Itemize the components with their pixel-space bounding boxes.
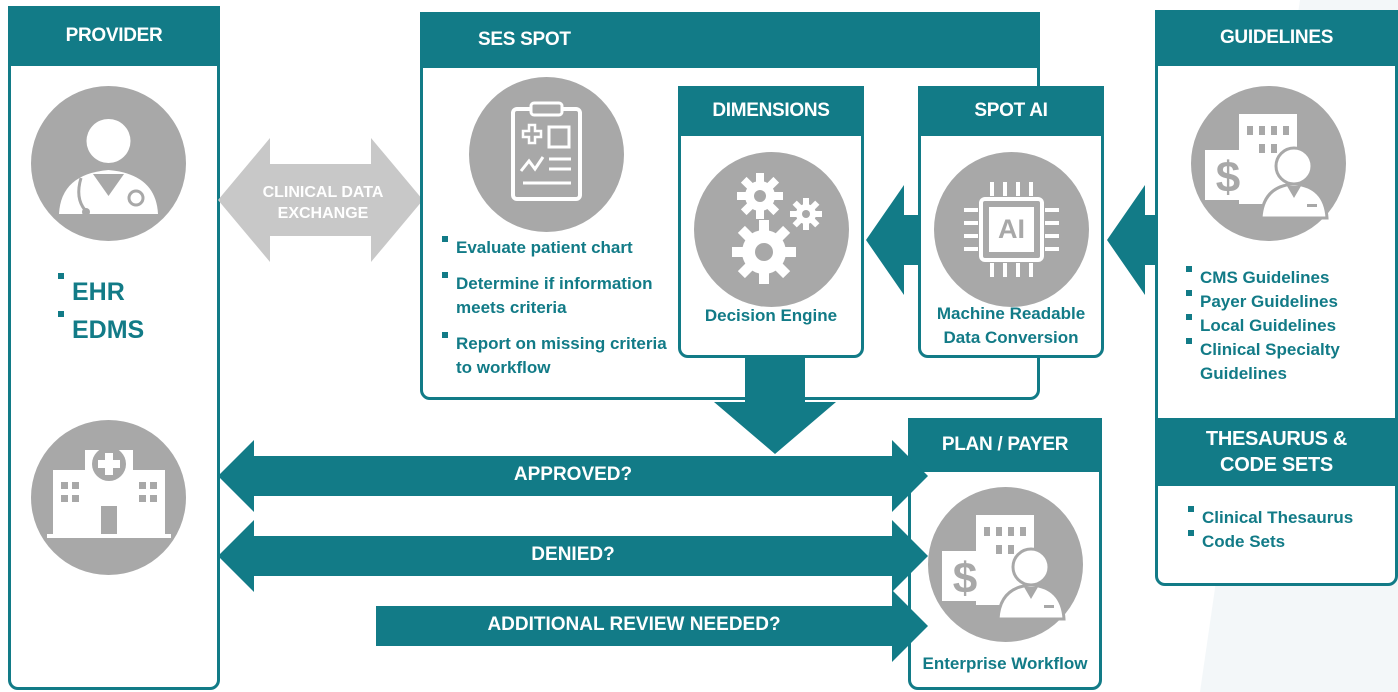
ai-chip-icon: AI	[934, 152, 1089, 307]
plan-payer-header: PLAN / PAYER	[908, 418, 1102, 472]
list-item: CMS Guidelines	[1186, 266, 1386, 290]
exchange-label: CLINICAL DATA EXCHANGE	[248, 182, 398, 224]
list-item: Clinical Specialty Guidelines	[1186, 338, 1386, 386]
clipboard-chart-icon	[469, 77, 624, 232]
additional-review-label: ADDITIONAL REVIEW NEEDED?	[487, 614, 781, 635]
dimensions-caption: Decision Engine	[704, 306, 838, 325]
spot-ai-caption: Machine Readable Data Conversion	[918, 302, 1104, 350]
hospital-icon	[31, 420, 186, 575]
provider-list: EHR EDMS	[58, 273, 144, 349]
list-item: Local Guidelines	[1186, 314, 1386, 338]
approved-arrow	[218, 440, 928, 512]
guidelines-list: CMS Guidelines Payer Guidelines Local Gu…	[1186, 266, 1386, 386]
exchange-label-line2: EXCHANGE	[277, 205, 369, 222]
list-item: Determine if information meets criteria	[442, 272, 678, 320]
svg-text:$: $	[1216, 153, 1240, 202]
denied-label: DENIED?	[531, 544, 615, 565]
list-item: Payer Guidelines	[1186, 290, 1386, 314]
doctor-icon	[31, 86, 186, 241]
exchange-label-line1: CLINICAL DATA	[262, 184, 384, 201]
ses-spot-header: SES SPOT	[420, 12, 1040, 68]
guidelines-header: GUIDELINES	[1155, 10, 1398, 66]
plan-payer-caption: Enterprise Workflow	[922, 654, 1088, 673]
approved-label: APPROVED?	[513, 464, 633, 485]
additional-review-arrow	[376, 590, 928, 662]
list-item: Clinical Thesaurus	[1188, 506, 1388, 530]
guidelines-to-spot-ai-arrow	[1107, 185, 1157, 295]
provider-header: PROVIDER	[8, 6, 220, 66]
clinical-data-exchange-arrow	[218, 138, 423, 262]
list-item: Code Sets	[1188, 530, 1388, 554]
spot-ai-caption-line1: Machine Readable	[936, 304, 1086, 323]
thesaurus-header: THESAURUS & CODE SETS	[1155, 418, 1398, 486]
list-item: Report on missing criteria to workflow	[442, 332, 678, 380]
gears-icon	[694, 152, 849, 307]
spot-ai-caption-line2: Data Conversion	[943, 328, 1079, 347]
list-item: Evaluate patient chart	[442, 236, 678, 260]
denied-arrow	[218, 520, 928, 592]
spot-ai-to-dimensions-arrow	[866, 185, 920, 295]
list-item: EHR	[58, 273, 144, 311]
dimensions-header: DIMENSIONS	[678, 86, 864, 136]
decision-down-arrow	[714, 357, 836, 454]
ses-spot-list: Evaluate patient chart Determine if info…	[442, 236, 678, 380]
svg-text:$: $	[953, 554, 977, 603]
list-item: EDMS	[58, 311, 144, 349]
building-payer-icon: $	[928, 487, 1083, 642]
thesaurus-title-line2: CODE SETS	[1220, 454, 1333, 476]
ai-chip-label: AI	[998, 214, 1025, 244]
ses-spot-title: SES SPOT	[478, 29, 571, 50]
building-payer-icon: $	[1191, 86, 1346, 241]
thesaurus-title-line1: THESAURUS &	[1205, 428, 1348, 450]
spot-ai-header: SPOT AI	[918, 86, 1104, 136]
thesaurus-list: Clinical Thesaurus Code Sets	[1188, 506, 1388, 554]
